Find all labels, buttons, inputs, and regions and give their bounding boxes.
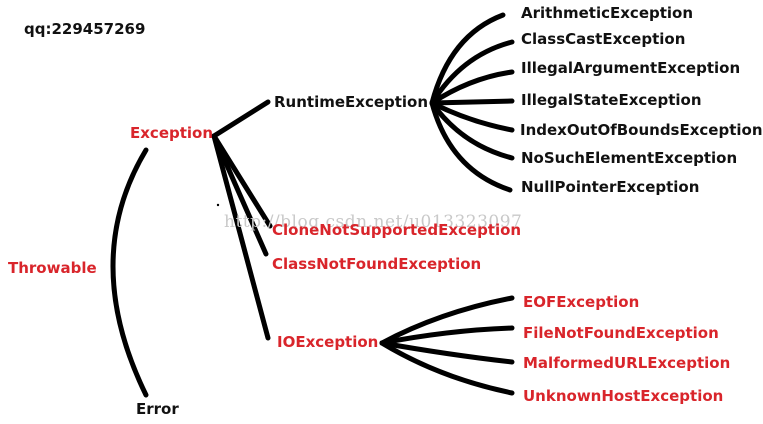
io-fan-line [379, 325, 515, 346]
watermark-text: http://blog.csdn.net/u013323097 [224, 212, 523, 232]
exception-to-runtime-line [211, 99, 271, 139]
runtime-child-label: NoSuchElementException [521, 149, 738, 167]
throwable-branch-line [110, 147, 149, 398]
contact-label: qq:229457269 [24, 20, 146, 38]
runtime-fan-line [429, 100, 515, 161]
runtime-fan-line [429, 98, 515, 106]
node-io-exception: IOException [277, 333, 379, 351]
node-throwable: Throwable [8, 259, 97, 277]
runtime-fan-line [429, 100, 515, 133]
node-exception: Exception [130, 124, 214, 142]
runtime-child-label: IllegalStateException [521, 91, 702, 109]
exception-to-io-line [211, 133, 271, 341]
io-child-label: EOFException [523, 293, 640, 311]
node-class-not-found: ClassNotFoundException [272, 255, 482, 273]
runtime-fan-line [429, 39, 515, 106]
runtime-child-label: IndexOutOfBoundsException [520, 121, 763, 139]
runtime-fan-line [429, 12, 506, 106]
io-child-label: UnknownHostException [523, 387, 724, 405]
io-child-label: MalformedURLException [523, 354, 731, 372]
stray-dot [216, 203, 220, 207]
runtime-fan-line [429, 100, 513, 193]
runtime-child-label: NullPointerException [521, 178, 700, 196]
node-error: Error [136, 400, 179, 418]
runtime-child-label: ArithmeticException [521, 4, 694, 22]
io-fan-line [379, 340, 515, 365]
node-clone-not-supported: CloneNotSupportedException [272, 221, 522, 239]
io-fan-line [379, 295, 515, 346]
runtime-child-label: ClassCastException [521, 30, 686, 48]
io-child-label: FileNotFoundException [523, 324, 719, 342]
runtime-child-label: IllegalArgumentException [521, 59, 741, 77]
runtime-fan-line [429, 69, 515, 106]
node-runtime-exception: RuntimeException [274, 93, 429, 111]
exception-to-classnotfound-line [211, 133, 269, 257]
io-fan-line [379, 340, 515, 396]
